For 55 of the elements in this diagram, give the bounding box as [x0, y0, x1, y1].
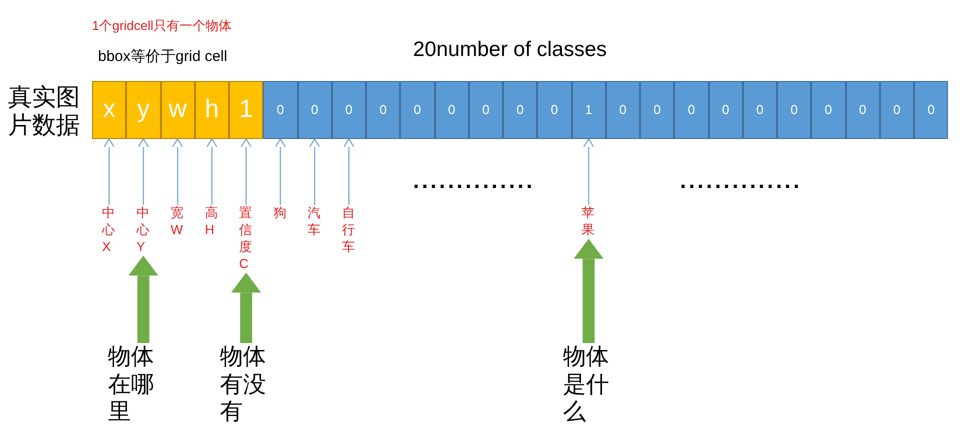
arrow: [343, 138, 354, 205]
section-heading: 20number of classes: [413, 37, 607, 63]
class-cell: 0: [537, 81, 572, 139]
class-label: 置信度C: [239, 205, 254, 273]
class-cell: 1: [572, 81, 606, 139]
class-label: 中心Y: [136, 205, 150, 256]
class-cell: 0: [400, 81, 434, 139]
class-cell: 0: [674, 81, 708, 139]
arrow: [206, 138, 218, 205]
class-cell: 0: [846, 81, 880, 139]
bbox-cell: x: [92, 81, 126, 139]
class-label: 高H: [204, 205, 219, 239]
class-label: 苹果: [582, 205, 596, 239]
class-cell: 0: [298, 81, 332, 139]
class-label: 宽W: [170, 205, 185, 239]
bbox-cell: y: [126, 81, 160, 139]
class-cell: 0: [434, 81, 469, 139]
class-label: 自行车: [342, 205, 356, 256]
arrow: [104, 138, 115, 205]
arrow: [240, 138, 252, 205]
class-cell: 0: [606, 81, 640, 139]
arrow: [274, 138, 286, 205]
class-cell: 0: [468, 81, 503, 139]
annotation-text: 物体是什么: [563, 343, 609, 426]
class-label: 狗: [273, 205, 288, 222]
block-arrow: [128, 256, 158, 343]
note-text: bbox等价于grid cell: [98, 47, 228, 67]
bbox-cell: 1: [229, 81, 264, 139]
bbox-cell: w: [160, 81, 195, 139]
class-label: 汽车: [308, 205, 322, 239]
arrow: [138, 138, 149, 205]
class-cell: 0: [332, 81, 366, 139]
annotation-text: 物体有没有: [220, 343, 266, 426]
class-cell: 0: [640, 81, 674, 139]
block-arrow: [574, 238, 604, 343]
class-cell: 0: [366, 81, 400, 139]
note-text: 1个gridcell只有一个物体: [92, 17, 232, 35]
class-cell: 0: [708, 81, 743, 139]
ellipsis-dots: ..............: [680, 167, 802, 195]
class-cell: 0: [811, 81, 846, 139]
arrow: [583, 138, 594, 205]
class-cell: 0: [880, 81, 914, 139]
class-cell: 0: [914, 81, 948, 139]
annotation-text: 物体在哪里: [108, 343, 154, 426]
class-cell: 0: [503, 81, 538, 139]
class-label: 中心X: [102, 205, 116, 256]
bbox-cell: h: [194, 81, 229, 139]
row-label: 真实图片数据: [8, 84, 81, 140]
block-arrow: [231, 272, 262, 343]
class-cell: 0: [777, 81, 812, 139]
arrow: [172, 138, 184, 205]
arrow: [309, 138, 320, 205]
class-cell: 0: [263, 81, 298, 139]
ellipsis-dots: ..............: [413, 167, 535, 195]
class-cell: 0: [742, 81, 777, 139]
